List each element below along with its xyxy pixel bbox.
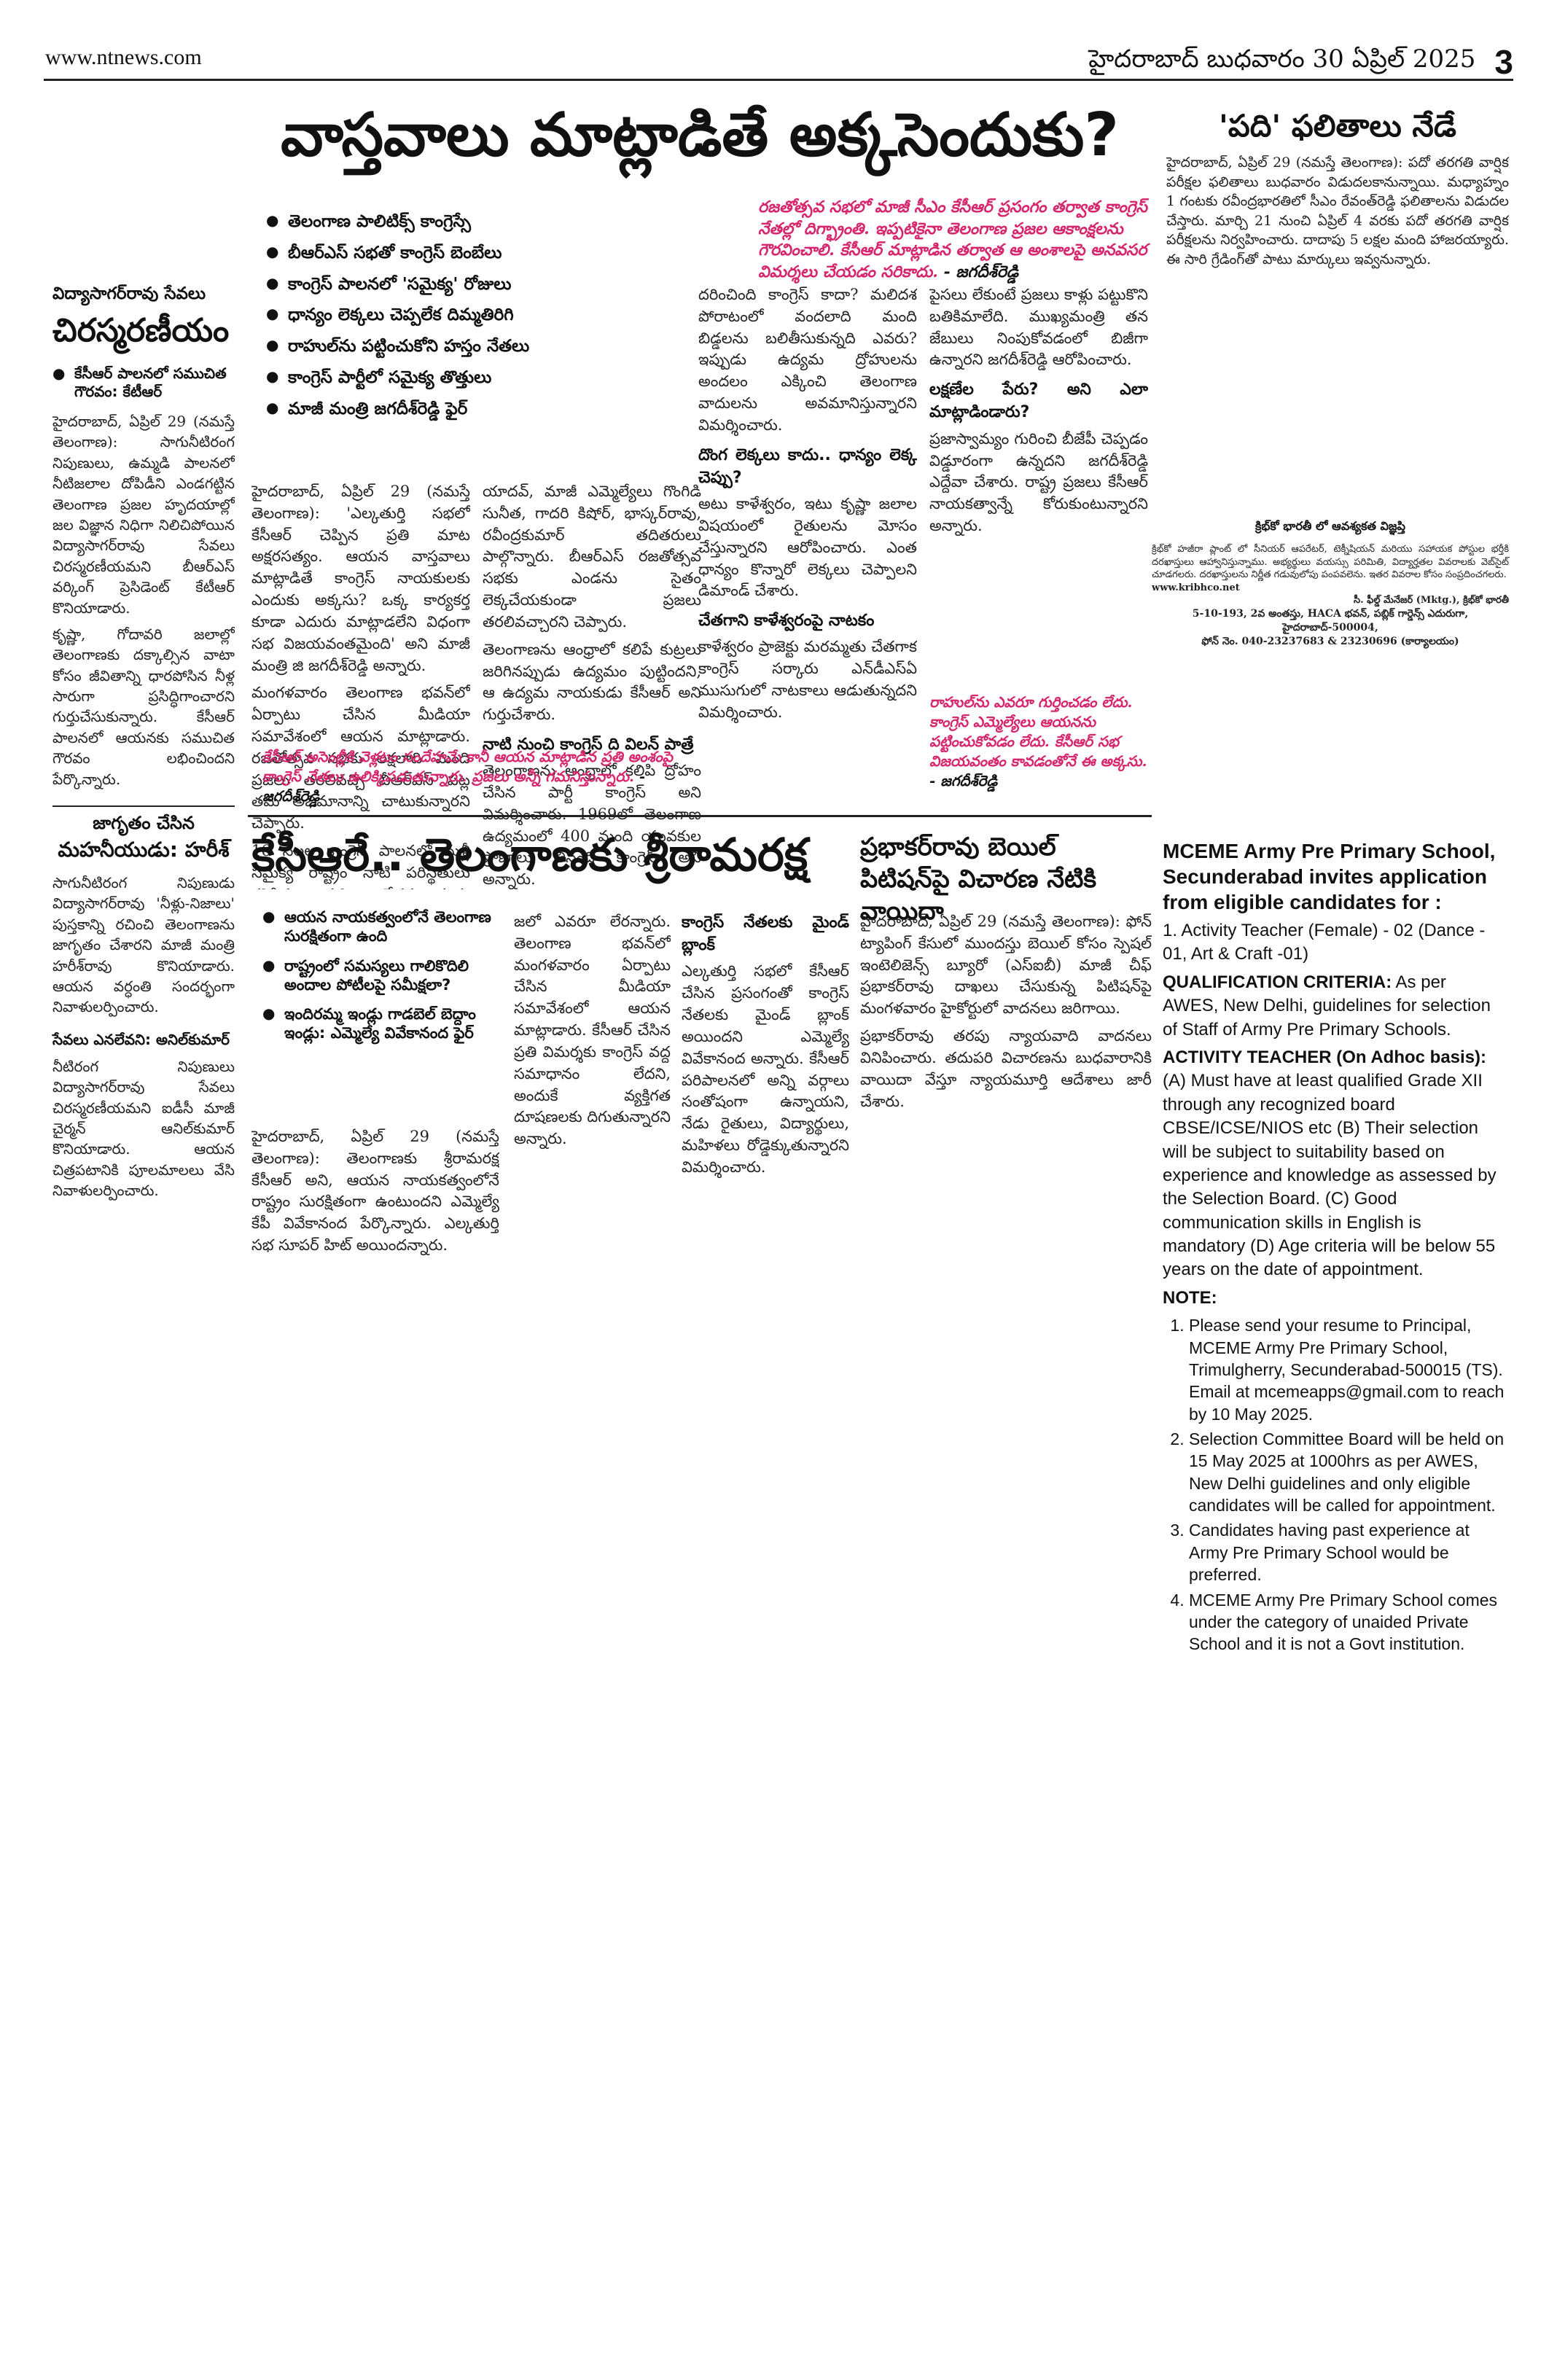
ad-note: Candidates having past experience at Arm…: [1189, 1519, 1505, 1585]
second-bullets: ఆయన నాయకత్వంలోనే తెలంగాణ సురక్షితంగా ఉంద…: [262, 908, 510, 1053]
main-col3-para: అటు కాళేశ్వరం, ఇటు కృష్ణా జలాల విషయంలో ర…: [698, 495, 917, 600]
main-col1-para: హైదరాబాద్, ఏప్రిల్ 29 (నమస్తే తెలంగాణ): …: [251, 483, 470, 674]
main-bullets: తెలంగాణ పాలిటిక్స్ కాంగ్రెస్సే బీఆర్ఎస్ …: [266, 211, 703, 429]
main-col2-para: తెలంగాణను ఆంధ్రాలో కలిపే కుట్రలు జరిగినప…: [483, 640, 701, 724]
sidebar-story2-para: సాగునీటిరంగ నిపుణుడు విద్యాసాగర్‌రావు 'న…: [52, 874, 235, 1016]
sidebar-story1-para: హైదరాబాద్, ఏప్రిల్ 29 (నమస్తే తెలంగాణ): …: [52, 413, 235, 617]
pull-quote-top: రజతోత్సవ సభలో మాజీ సీఎం కేసీఆర్ ప్రసంగం …: [758, 197, 1152, 284]
second-bullet: ఇందిరమ్మ ఇండ్లు గాడబెల్ బెద్దాం ఇండ్లు: …: [262, 1004, 510, 1043]
ad-activity-label: ACTIVITY TEACHER (On Adhoc basis):: [1163, 1047, 1487, 1067]
main-col-2: యాదవ్, మాజీ ఎమ్మెల్యేలు గొంగిడి సునీత, గ…: [483, 481, 701, 889]
main-col3-subhead: దొంగ లెక్కలు కాదు.. ధాన్యం లెక్క చెప్పు?: [698, 445, 917, 487]
main-bullet: కాంగ్రెస్ పార్టీలో సమైక్య తొత్తులు: [266, 367, 703, 389]
second-col-2: జలో ఎవరూ లేరన్నారు. తెలంగాణ భవన్‌లో మంగళ…: [514, 911, 671, 1294]
pull-quote-bottom-text: కేసీఆర్ అసెంబ్లీకి వెళ్లటం సందేహమే కానీ …: [262, 748, 673, 785]
notice-web: www.kribhco.net: [1152, 582, 1240, 593]
third-body: హైదరాబాద్, ఏప్రిల్ 29 (నమస్తే తెలంగాణ): …: [860, 911, 1152, 1290]
second-bullet: రాష్ట్రంలో సమస్యలు గాలికొదిలి అందాల పోటీ…: [262, 956, 510, 995]
second-col2-para: జలో ఎవరూ లేరన్నారు. తెలంగాణ భవన్‌లో మంగళ…: [514, 913, 671, 1148]
sidebar-story3-body: నీటిరంగ నిపుణులు విద్యాసాగర్‌రావు సేవలు …: [52, 1056, 235, 1207]
second-col3-para: ఎల్కతుర్తి సభలో కేసీఆర్ చేసిన ప్రసంగంతో …: [682, 962, 849, 1176]
notice-signatory: సీ. ఫీల్డ్ మేనేజర్ (Mktg.), క్రిభ్‌కో భా…: [1353, 595, 1509, 606]
main-col2-subhead: నాటి నుంచి కాంగ్రెస్ ది విలన్ పాత్రే: [483, 735, 694, 754]
right-news-body: హైదరాబాద్, ఏప్రిల్ 29 (నమస్తే తెలంగాణ): …: [1166, 155, 1509, 268]
main-headline: వాస్తవాలు మాట్లాడితే అక్కసెందుకు?: [281, 101, 1119, 170]
second-col-1: హైదరాబాద్, ఏప్రిల్ 29 (నమస్తే తెలంగాణ): …: [251, 1126, 499, 1294]
second-headline: కేసీఆరే.. తెలంగాణకు శ్రీరామరక్ష: [251, 828, 808, 881]
pull-quote-right-text: రాహుల్‌ను ఎవరూ గుర్తించడం లేదు. కాంగ్రెస…: [929, 693, 1147, 770]
masthead-dateline: హైదరాబాద్ బుధవారం 30 ఏప్రిల్ 2025: [1088, 44, 1476, 74]
ad-note: MCEME Army Pre Primary School comes unde…: [1189, 1589, 1505, 1655]
pull-quote-top-text: రజతోత్సవ సభలో మాజీ సీఎం కేసీఆర్ ప్రసంగం …: [758, 198, 1147, 282]
main-bullet: తెలంగాణ పాలిటిక్స్ కాంగ్రెస్సే: [266, 211, 703, 233]
pull-quote-top-sig: - జగదీశ్‌రెడ్డి: [943, 262, 1019, 282]
main-col4-para: ప్రజాస్వామ్యం గురించి బీజేపీ చెప్పడం విడ…: [929, 429, 1148, 534]
sidebar-story1-para: కృష్ణా, గోదావరి జలాల్లో తెలంగాణకు దక్కాల…: [52, 625, 235, 788]
main-story-rule: [248, 815, 1152, 817]
sidebar-story1-body: హైదరాబాద్, ఏప్రిల్ 29 (నమస్తే తెలంగాణ): …: [52, 411, 235, 795]
sidebar-story2-headline: మహనీయుడు: హరీశ్: [58, 838, 230, 862]
notice-address: 5-10-193, 2వ అంతస్తు, HACA భవన్, పబ్లిక్…: [1192, 607, 1469, 633]
main-col2-para: తెలంగాణను ఆంధ్రాలో కలిపి ద్రోహం చేసిన పా…: [483, 762, 701, 889]
second-col1-para: హైదరాబాద్, ఏప్రిల్ 29 (నమస్తే తెలంగాణ): …: [251, 1128, 499, 1255]
ad-title: MCEME Army Pre Primary School, Secundera…: [1163, 840, 1496, 913]
ad-item1: 1. Activity Teacher (Female) - 02 (Dance…: [1163, 921, 1486, 964]
masthead-right: హైదరాబాద్ బుధవారం 30 ఏప్రిల్ 2025 3: [1088, 42, 1513, 82]
main-col3-para: దరించింది కాంగ్రెస్ కాదా? మలిదశ పోరాటంలో…: [698, 286, 917, 434]
ad-activity-text: (A) Must have at least qualified Grade X…: [1163, 1071, 1496, 1280]
second-bullet: ఆయన నాయకత్వంలోనే తెలంగాణ సురక్షితంగా ఉంద…: [262, 908, 510, 946]
sidebar-divider: [52, 805, 235, 808]
main-bullet: మాజీ మంత్రి జగదీశ్‌రెడ్డి ఫైర్: [266, 399, 703, 420]
ad-note-label: NOTE:: [1163, 1287, 1217, 1308]
notice-box: క్రిభ్‌కో భారతీ లో ఆవశ్యకత విజ్ఞప్తి క్ర…: [1152, 519, 1509, 648]
main-col1-para: 16 నెలల కాంగ్రెస్ పాలనలో మళ్లీ సమైక్య రా…: [251, 842, 470, 889]
ad-qual-text: As per AWES, New Delhi, guidelines for s…: [1163, 972, 1491, 1039]
pull-quote-right-sig: - జగదీశ్‌రెడ్డి: [929, 772, 998, 789]
ad-qualification: QUALIFICATION CRITERIA: As per AWES, New…: [1163, 971, 1505, 1042]
ad-qual-label: QUALIFICATION CRITERIA:: [1163, 972, 1392, 992]
pull-quote-bottom-sig: - జగదీశ్‌రెడ్డి: [262, 768, 646, 805]
third-para: ప్రభాకర్‌రావు తరపు న్యాయవాది వాదనలు విని…: [860, 1027, 1152, 1110]
ad-notes: Please send your resume to Principal, MC…: [1163, 1314, 1505, 1655]
masthead-rule: [44, 79, 1513, 81]
right-news-headline: 'పది' ఫలితాలు నేడే: [1219, 108, 1456, 144]
main-col-1: హైదరాబాద్, ఏప్రిల్ 29 (నమస్తే తెలంగాణ): …: [251, 481, 470, 889]
main-col4-subhead: లక్షణేల పేరు? అని ఎలా మాట్లాడిండారు?: [929, 381, 1148, 422]
main-col1-para: మంగళవారం తెలంగాణ భవన్‌లో ఏర్పాటు చేసిన మ…: [251, 684, 470, 832]
main-col2-para: యాదవ్, మాజీ ఎమ్మెల్యేలు గొంగిడి సునీత, గ…: [483, 483, 701, 631]
main-col3-subhead-2: చేతగాని కాళేశ్వరంపై నాటకం: [698, 612, 875, 631]
sidebar-story3-kicker: సేవలు ఎనలేవని: అనిల్‌కుమార్: [52, 1030, 230, 1048]
main-bullet: బీఆర్ఎస్ సభతో కాంగ్రెస్ బెంబేలు: [266, 243, 703, 264]
second-col-3: కాంగ్రెస్ నేతలకు మైండ్ బ్లాంక్ ఎల్కతుర్త…: [682, 911, 849, 1294]
sidebar-story1-headline: చిరస్మరణీయం: [52, 312, 230, 349]
main-col4-para: పైసలు లేకుంటే ప్రజలు కాళ్లు పట్టుకొని బత…: [929, 286, 1148, 369]
ad-activity: ACTIVITY TEACHER (On Adhoc basis): (A) M…: [1163, 1046, 1505, 1282]
main-bullet: ధాన్యం లెక్కలు చెప్పలేక దిమ్మతిరిగి: [266, 305, 703, 326]
notice-phone: ఫోన్ నెం. 040-23237683 & 23230696 (కార్య…: [1201, 635, 1459, 647]
main-bullet: రాహుల్‌ను పట్టించుకోని హస్తం నేతలు: [266, 336, 703, 357]
main-col-3: దరించింది కాంగ్రెస్ కాదా? మలిదశ పోరాటంలో…: [698, 284, 917, 889]
sidebar-story2-body: సాగునీటిరంగ నిపుణుడు విద్యాసాగర్‌రావు 'న…: [52, 873, 235, 1023]
school-ad: MCEME Army Pre Primary School, Secundera…: [1163, 838, 1505, 1658]
masthead-url: www.ntnews.com: [45, 45, 202, 69]
notice-body: క్రిభ్‌కో హజీరా ప్లాంట్ లో సీనియర్ ఆపరేట…: [1152, 544, 1509, 581]
main-col-4: పైసలు లేకుంటే ప్రజలు కాళ్లు పట్టుకొని బత…: [929, 284, 1148, 671]
pull-quote-bottom: కేసీఆర్ అసెంబ్లీకి వెళ్లటం సందేహమే కానీ …: [262, 747, 700, 806]
sidebar-story2-kicker: జాగృతం చేసిన: [93, 813, 195, 834]
sidebar-left: విద్యాసాగర్‌రావు సేవలు చిరస్మరణీయం కేసీఆ…: [52, 277, 235, 1207]
sidebar-story1-kicker: విద్యాసాగర్‌రావు సేవలు: [52, 284, 206, 303]
ad-note: Please send your resume to Principal, MC…: [1189, 1314, 1505, 1425]
notice-title: క్రిభ్‌కో భారతీ లో ఆవశ్యకత విజ్ఞప్తి: [1255, 519, 1405, 533]
second-col3-subhead: కాంగ్రెస్ నేతలకు మైండ్ బ్లాంక్: [682, 913, 849, 955]
ad-note: Selection Committee Board will be held o…: [1189, 1428, 1505, 1516]
pull-quote-right: రాహుల్‌ను ఎవరూ గుర్తించడం లేదు. కాంగ్రెస…: [929, 692, 1148, 791]
sidebar-story3-para: నీటిరంగ నిపుణులు విద్యాసాగర్‌రావు సేవలు …: [52, 1057, 235, 1200]
sidebar-story1-bullet: కేసీఆర్ పాలనలో సముచిత గౌరవం: కేటీఆర్: [52, 364, 235, 401]
main-bullet: కాంగ్రెస్ పాలనలో 'సమైక్య' రోజులు: [266, 274, 703, 295]
page-number: 3: [1494, 43, 1513, 81]
main-col3-para: కాళేశ్వరం ప్రాజెక్టు మరమ్మతు చేతగాక కాంగ…: [698, 638, 917, 721]
third-headline: ప్రభాకర్‌రావు బెయిల్ పిటిషన్‌పై విచారణ న…: [860, 832, 1097, 926]
third-para: హైదరాబాద్, ఏప్రిల్ 29 (నమస్తే తెలంగాణ): …: [860, 913, 1152, 1018]
